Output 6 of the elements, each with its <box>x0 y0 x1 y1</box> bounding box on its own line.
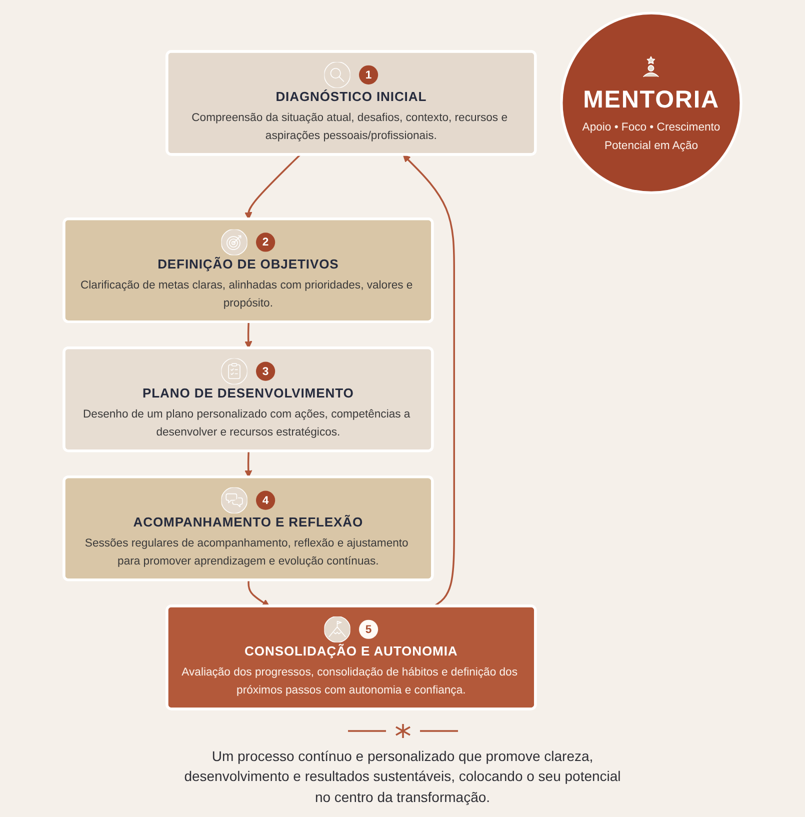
node-circle: MENTORIA Apoio • Foco • Crescimento Potencial em Ação <box>560 12 742 194</box>
caption: Um processo contínuo e personalizado que promove clareza, desenvolvimento e resultados sustentáveis, colocando o seu potencial no centro da transformação. <box>183 747 622 807</box>
arrow <box>244 322 252 349</box>
arrow <box>244 154 301 220</box>
arrow <box>248 580 270 607</box>
arrow <box>244 451 252 478</box>
